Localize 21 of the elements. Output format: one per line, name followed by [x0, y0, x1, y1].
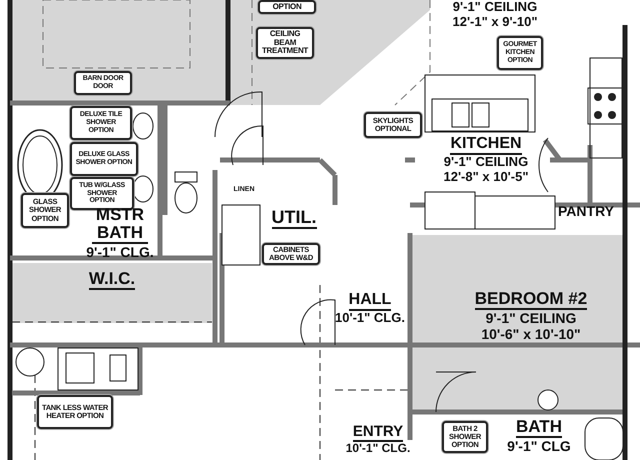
ceiling-height: 9'-1" CLG — [507, 438, 571, 454]
room-name: BEDROOM #2 — [474, 290, 588, 310]
room-name: MSTR BATH — [92, 206, 148, 244]
room-name: BATH — [516, 418, 562, 438]
ceiling-height: 9'-1" CEILING — [444, 154, 528, 170]
room-name: ENTRY — [352, 424, 404, 442]
room-dimensions: 10'-6" x 10'-10" — [481, 326, 581, 342]
option-label: CEILING BEAM TREATMENT — [256, 27, 314, 59]
ceiling-height: 10'-1" CLG. — [335, 310, 405, 326]
room-dimensions: 12'-1" x 9'-10" — [452, 14, 538, 30]
option-label: OPTION — [258, 0, 316, 14]
room-label: PANTRY — [558, 203, 614, 220]
room-name: KITCHEN — [450, 136, 522, 155]
ceiling-height: 10'-1" CLG. — [346, 442, 410, 456]
ceiling-height: 9'-1" CEILING — [486, 310, 576, 326]
room-name: UTIL. — [272, 208, 316, 229]
ceiling-height: 9'-1" CEILING — [452, 0, 538, 15]
room-dimensions: 12'-8" x 10'-5" — [443, 170, 528, 185]
room-name: HALL — [348, 292, 392, 311]
ceiling-height: 9'-1" CLG. — [86, 244, 154, 260]
room-name: W.I.C. — [88, 270, 136, 290]
